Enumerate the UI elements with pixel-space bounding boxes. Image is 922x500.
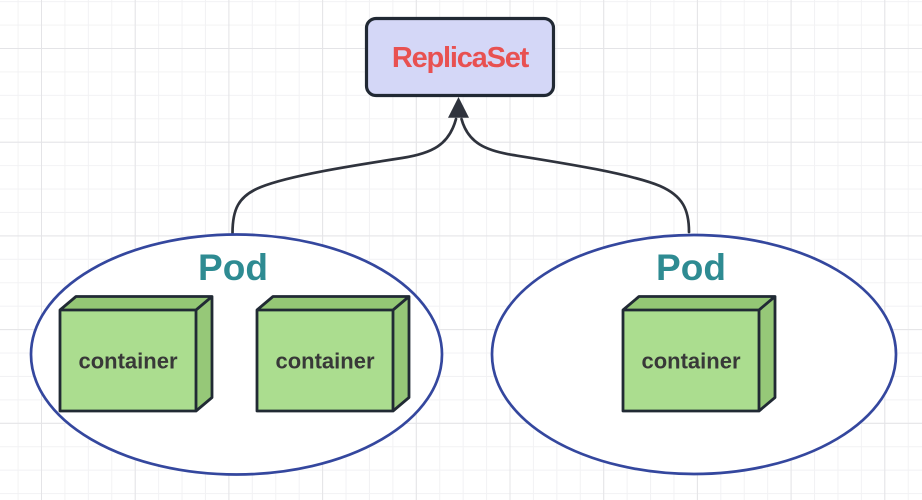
svg-text:ReplicaSet: ReplicaSet bbox=[392, 42, 530, 74]
svg-text:container: container bbox=[275, 349, 374, 374]
svg-text:Pod: Pod bbox=[198, 247, 268, 288]
svg-text:Pod: Pod bbox=[656, 247, 726, 288]
svg-text:container: container bbox=[78, 349, 177, 374]
svg-text:container: container bbox=[641, 349, 740, 374]
